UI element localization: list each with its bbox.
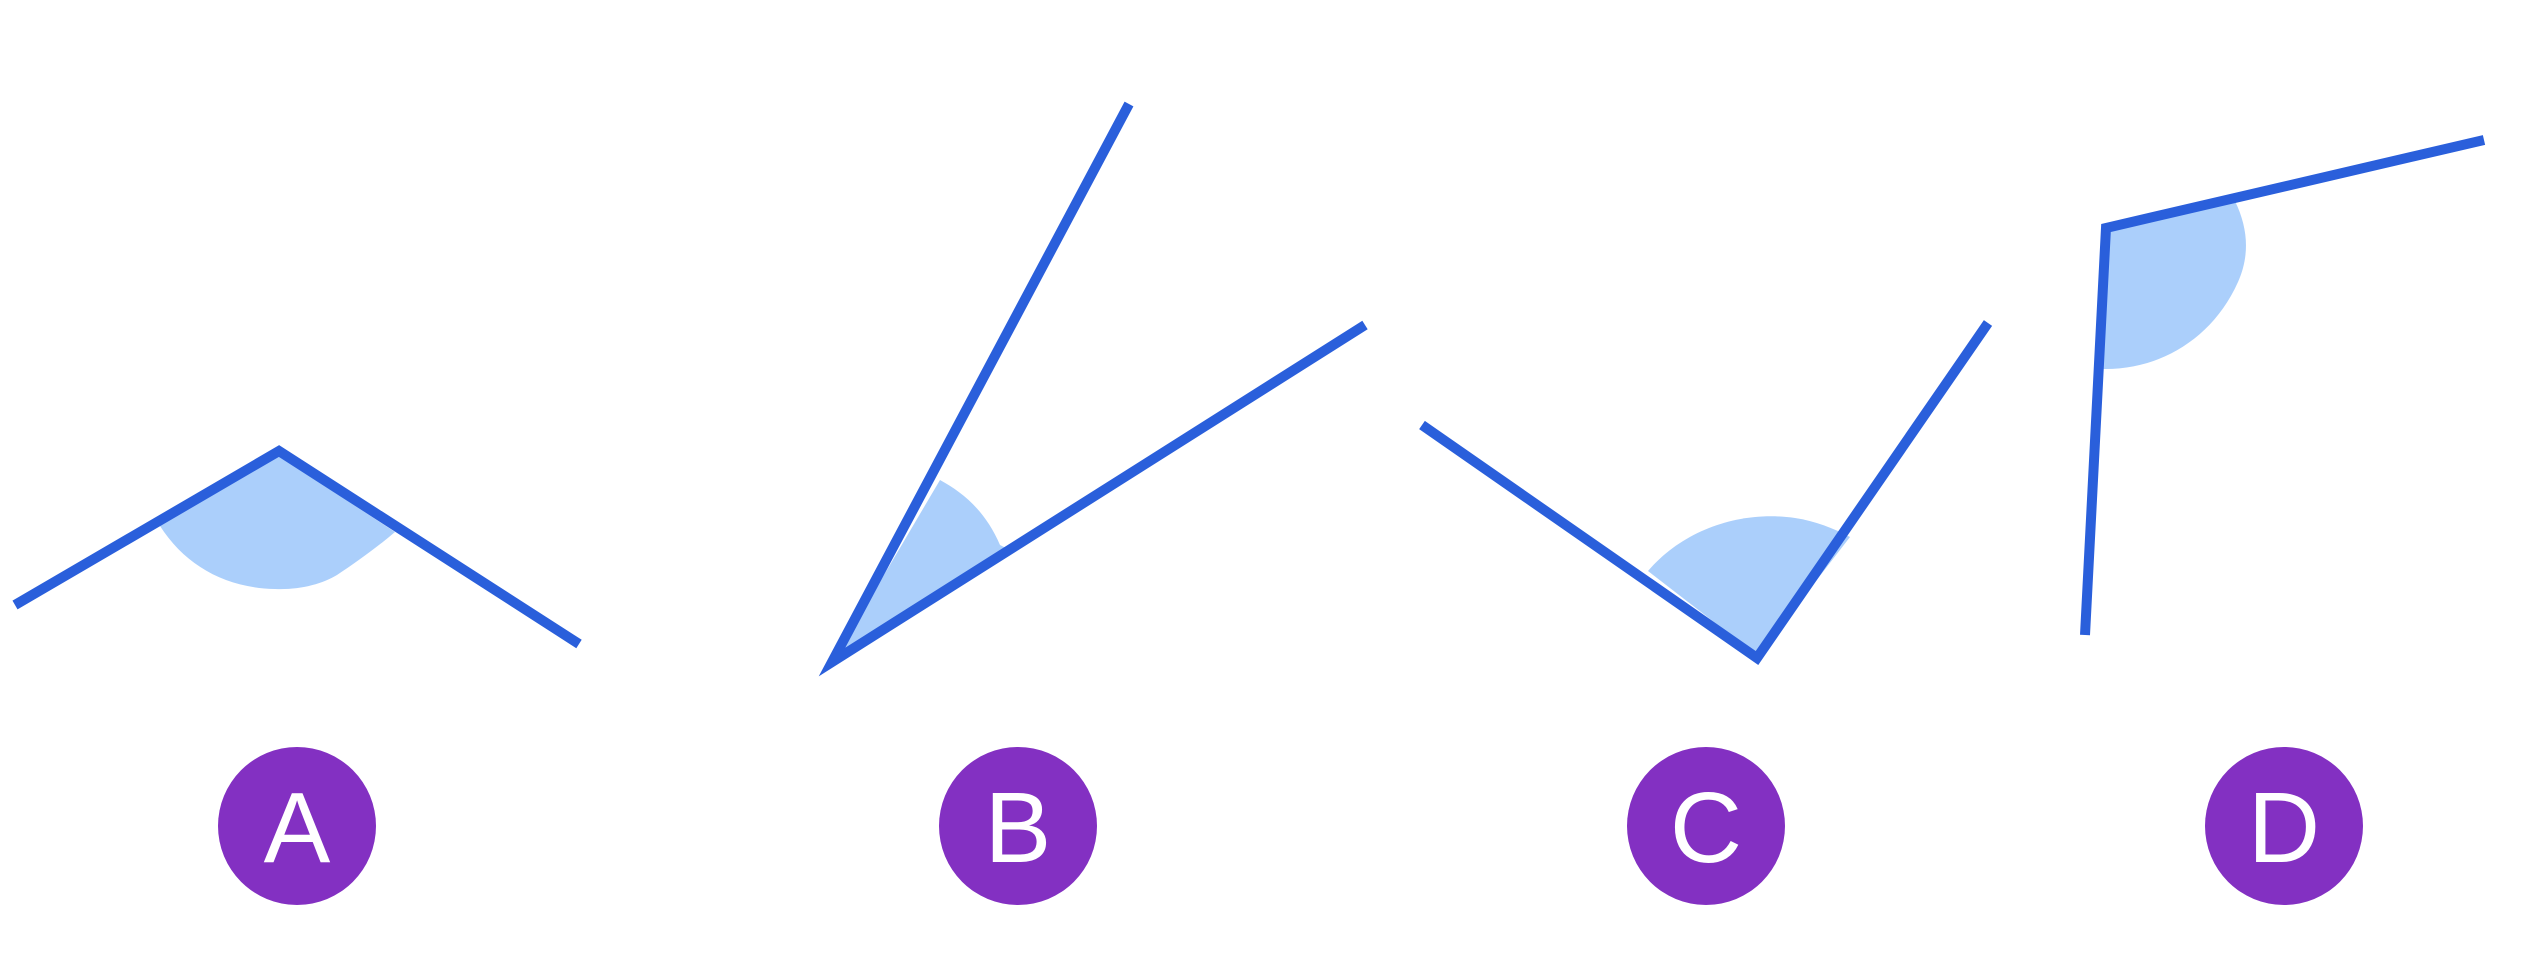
angle-d-arc <box>2103 201 2246 370</box>
badge-b: B <box>939 747 1097 905</box>
badge-b-label: B <box>985 772 1052 884</box>
angle-c <box>1419 320 1993 665</box>
badge-d-circle <box>2205 747 2363 905</box>
angle-a <box>12 445 582 649</box>
badge-a-circle <box>218 747 376 905</box>
badge-c-label: C <box>1670 772 1742 884</box>
angle-b-lines <box>818 101 1368 677</box>
badge-a: A <box>218 747 376 905</box>
badge-c-circle <box>1627 747 1785 905</box>
angle-d-lines <box>2080 135 2486 636</box>
badge-c: C <box>1627 747 1785 905</box>
angle-d <box>2080 135 2486 636</box>
angle-c-arc <box>1648 516 1850 656</box>
angle-a-lines <box>12 445 582 649</box>
badge-a-label: A <box>264 772 331 884</box>
angle-b-arc <box>835 480 1006 658</box>
angle-c-lines <box>1419 320 1993 665</box>
angle-a-arc <box>160 456 395 590</box>
badge-b-circle <box>939 747 1097 905</box>
angle-b <box>818 101 1368 677</box>
badge-d: D <box>2205 747 2363 905</box>
badge-d-label: D <box>2248 772 2320 884</box>
